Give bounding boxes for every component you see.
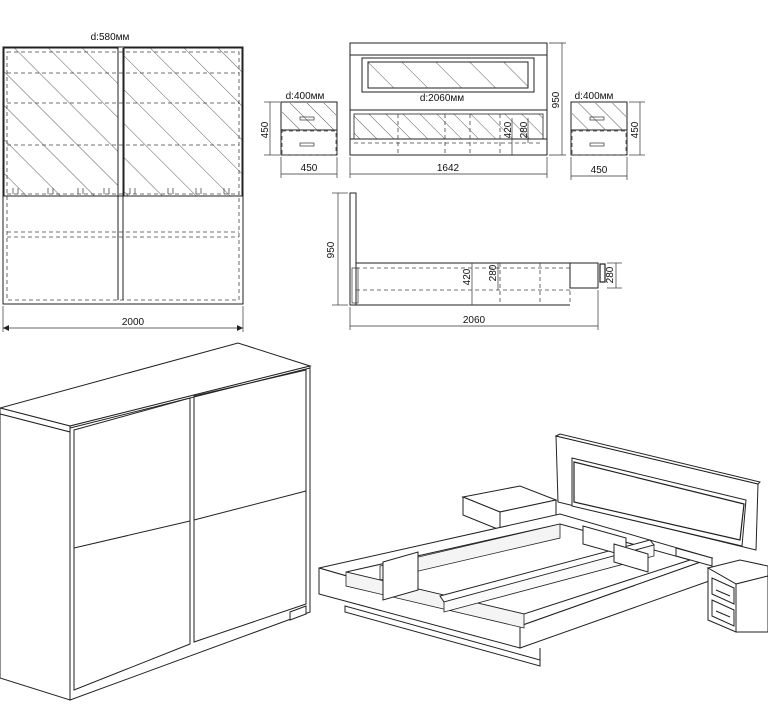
wardrobe-depth-label: d:580мм: [91, 32, 130, 43]
nightstand-left-front-view: d:400мм 450 450: [260, 91, 338, 178]
bed-front-view: d:2060мм 420 280 950 1642: [349, 42, 566, 178]
nightstand-left-height-label: 450: [260, 121, 271, 138]
bed-3d-view: [318, 433, 768, 667]
bed-side-drawer-height-label: 280: [488, 264, 499, 281]
bed-front-drawer-height-label: 280: [519, 121, 530, 138]
nightstand-right-front-view: d:400мм 450 450: [570, 91, 645, 180]
bed-side-length-label: 2060: [463, 315, 486, 326]
bed-depth-label: d:2060мм: [420, 93, 464, 104]
bed-side-right-height-label: 280: [605, 266, 616, 283]
bed-side-view: 950 420 280 280 2060: [326, 192, 622, 330]
wardrobe-width-label: 2000: [122, 317, 145, 328]
nightstand-right-height-label: 450: [630, 121, 641, 138]
nightstand-left-depth-label: d:400мм: [286, 91, 325, 102]
nightstand-right-width-label: 450: [591, 165, 608, 176]
bed-side-inner-height-label: 420: [462, 268, 473, 285]
wardrobe-front-view: d:580мм 2000: [2, 32, 244, 332]
nightstand-right-depth-label: d:400мм: [575, 91, 614, 102]
bed-front-height-label: 950: [551, 91, 562, 108]
bed-side-height-label: 950: [326, 241, 337, 258]
wardrobe-3d-view: [0, 342, 312, 701]
bed-front-width-label: 1642: [437, 163, 460, 174]
nightstand-left-width-label: 450: [301, 163, 318, 174]
bed-front-inner-height-label: 420: [503, 121, 514, 138]
